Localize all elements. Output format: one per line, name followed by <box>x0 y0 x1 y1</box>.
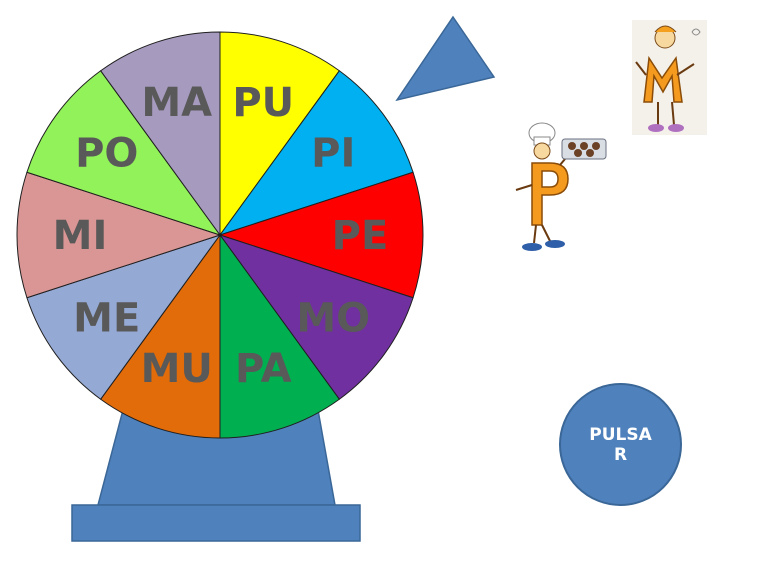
letter-m-character-icon <box>632 20 707 135</box>
wheel-segment-pa <box>219 233 341 439</box>
wheel-label-po: PO <box>75 131 138 177</box>
wheel-segment-pi <box>218 70 414 236</box>
wheel-segment-mo <box>218 234 414 400</box>
wheel-segment-ma <box>99 31 221 237</box>
wheel-label-me: ME <box>73 295 140 341</box>
wheel-label-pa: PA <box>235 346 292 392</box>
wheel-label-mo: MO <box>296 295 370 341</box>
wheel-label-pe: PE <box>332 213 389 259</box>
pulsar-button[interactable]: PULSAR <box>559 383 682 506</box>
wheel-label-ma: MA <box>141 80 212 126</box>
wheel-pointer <box>395 15 496 102</box>
wheel-label-mi: MI <box>53 213 108 259</box>
wheel-base <box>71 504 361 542</box>
wheel-segment-pu <box>219 31 341 237</box>
wheel-segment-me <box>26 234 222 400</box>
wheel-segment-pe <box>218 171 424 299</box>
wheel-segment-po <box>26 70 222 236</box>
wheel-segment-mu <box>99 233 221 439</box>
wheel-label-pu: PU <box>232 80 294 126</box>
wheel-label-pi: PI <box>311 131 355 177</box>
wheel-label-mu: MU <box>141 346 213 392</box>
letter-p-baker-character-icon <box>515 122 607 251</box>
wheel-segment-mi <box>16 171 222 299</box>
